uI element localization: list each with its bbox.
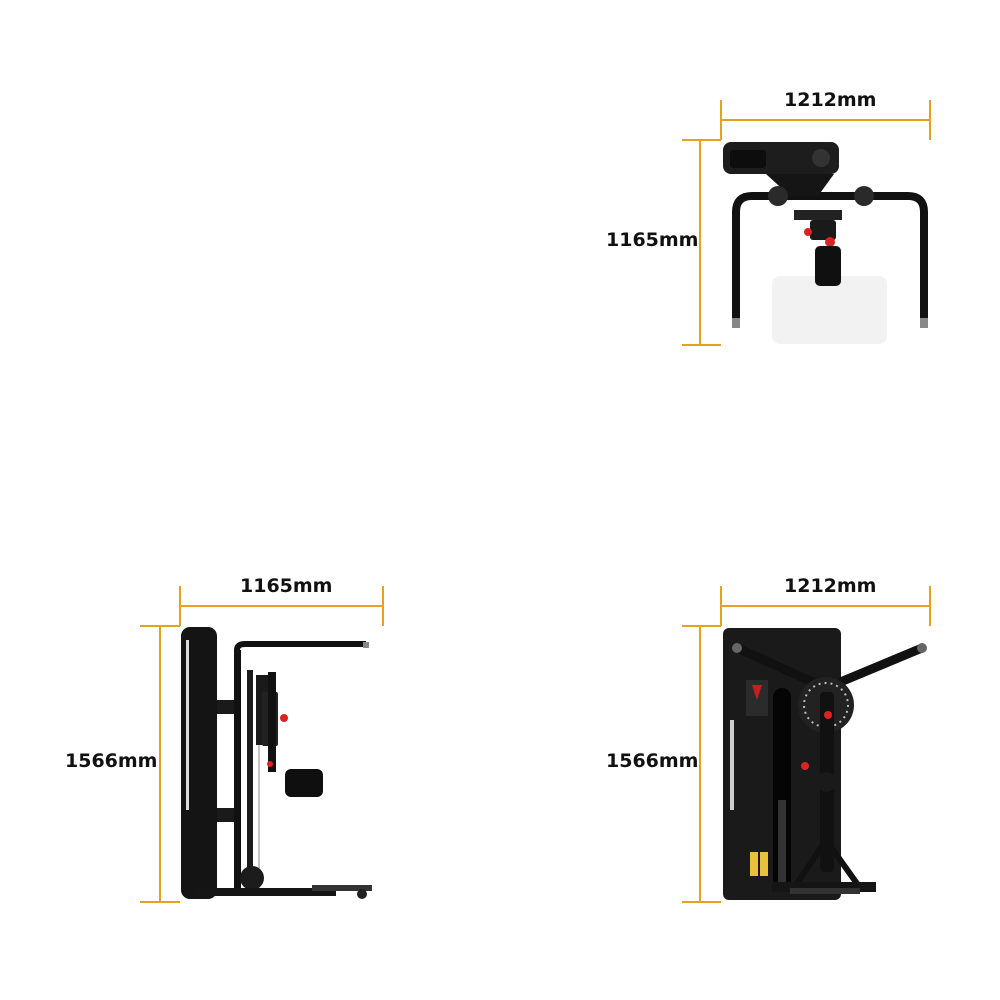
top-view-width-label: 1212mm — [784, 89, 877, 111]
front-view-dimension-lines — [682, 586, 931, 903]
side-view-dimension-lines — [140, 586, 384, 903]
side-view-width-label: 1165mm — [240, 575, 333, 597]
top-view-dimension-lines — [682, 100, 931, 346]
top-view — [682, 100, 931, 346]
front-view-machine — [723, 628, 927, 900]
side-view-machine — [181, 627, 372, 899]
front-view-height-label: 1566mm — [606, 750, 699, 772]
side-view — [140, 586, 384, 903]
front-view-width-label: 1212mm — [784, 575, 877, 597]
top-view-machine — [723, 142, 928, 344]
front-view — [682, 586, 931, 903]
side-view-height-label: 1566mm — [65, 750, 158, 772]
top-view-depth-label: 1165mm — [606, 229, 699, 251]
